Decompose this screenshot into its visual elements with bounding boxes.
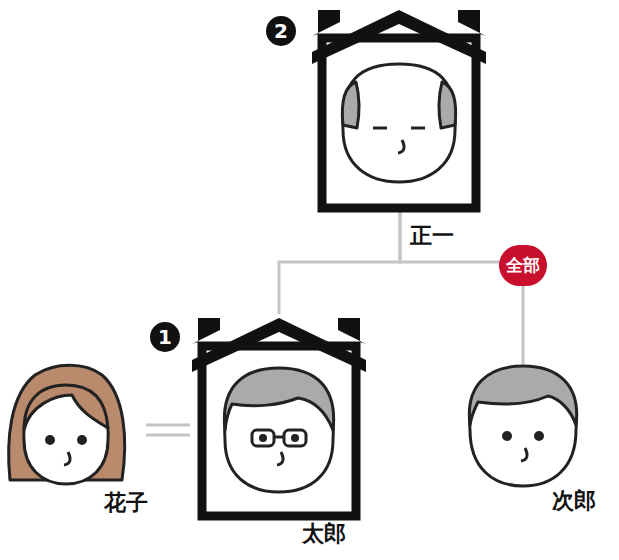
woman-face (9, 365, 125, 484)
edge-label: 全部 (499, 245, 547, 286)
person-node: 正一 (318, 6, 480, 212)
man-glasses-face (224, 368, 333, 492)
person-node: 花子 (8, 364, 126, 486)
person-name: 次郎 (552, 489, 596, 513)
person-name: 花子 (104, 491, 148, 515)
man-face (469, 366, 576, 486)
callout-number: 1 (150, 322, 180, 352)
person-name: 正一 (410, 224, 454, 248)
family-line (279, 212, 400, 314)
callout-number: 2 (266, 16, 296, 46)
family-line (400, 212, 523, 364)
family-line (146, 425, 190, 435)
person-node: 次郎 (466, 364, 580, 488)
memorial-frame (312, 10, 486, 208)
memorial-frame (192, 318, 366, 516)
person-name: 太郎 (302, 522, 346, 546)
person-node: 太郎 (198, 314, 360, 520)
elder-face (342, 64, 455, 182)
